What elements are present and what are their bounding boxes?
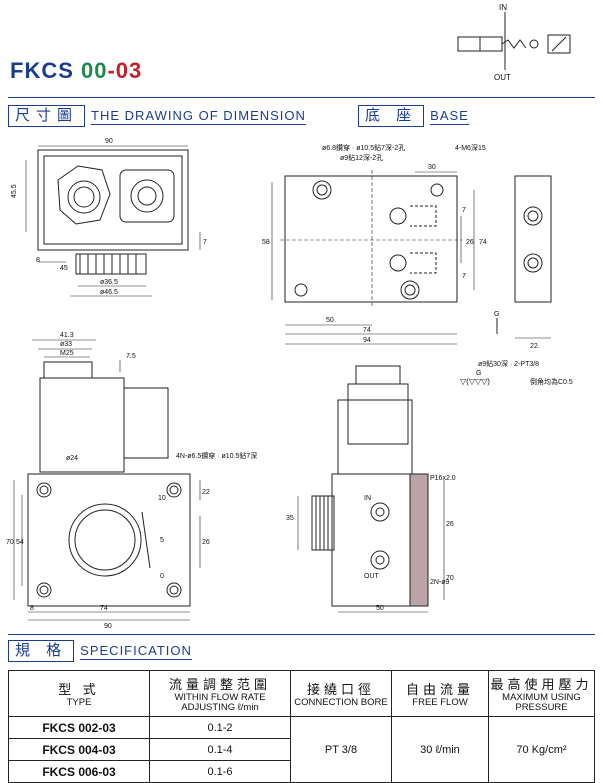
spec-model: FKCS 006-03 [8, 760, 150, 783]
spec-table: 型 式 TYPE 流量調整范圍 WITHIN FLOW RATE ADJUSTI… [8, 670, 595, 783]
base-dim-30: 30 [428, 164, 436, 171]
base-dim-74-vertical: 74 [479, 239, 487, 246]
section-spec-en: SPECIFICATION [80, 642, 192, 660]
section-rule-spec [8, 634, 595, 635]
spec-bore: PT 3/8 [290, 716, 392, 783]
finish-symbols: ▽(▽▽▽) [460, 377, 490, 386]
scale-0: 0 [160, 573, 164, 580]
spec-model: FKCS 004-03 [8, 738, 150, 761]
front-dim-26: 26 [202, 539, 210, 546]
front-note-holes: 4N-ø6.5鑽穿 · ø10.5鉆7深 [176, 451, 257, 460]
side-dim-50: 50 [376, 605, 384, 612]
base-note-1: ø6.8鑽穿 · ø10.5鉆7深-2孔 [322, 143, 405, 152]
spec-free-flow: 30 ℓ/min [391, 716, 489, 783]
side-dim-70: 70 [446, 575, 454, 582]
front-dim-22: 22 [202, 489, 210, 496]
side-note-2n9: 2N-ø9 [430, 579, 450, 586]
finish-note: 倒角均為C0.5 [530, 377, 573, 386]
spec-header-row: 型 式 TYPE 流量調整范圍 WITHIN FLOW RATE ADJUSTI… [8, 670, 595, 717]
scale-5: 5 [160, 537, 164, 544]
section-rule-top [8, 97, 595, 98]
side-dim-26: 26 [446, 521, 454, 528]
section-dimension-cn: 尺寸圖 [8, 105, 86, 127]
spec-header-range: 流量調整范圍 WITHIN FLOW RATE ADJUSTING ℓ/min [149, 670, 291, 717]
drawings: IN OUT 90 45.5 8 45 7 ø36.5 ø46.5 [6, 3, 573, 630]
section-base-en: BASE [430, 107, 469, 125]
table-row: FKCS 006-03 0.1-6 [8, 760, 595, 783]
side-in-label: IN [364, 495, 371, 502]
base-dim-58: 58 [262, 239, 270, 246]
front-dim-54: 54 [16, 539, 24, 546]
spec-range: 0.1-2 [149, 716, 291, 739]
base-dim-26: 26 [466, 239, 474, 246]
side-view-drawing [297, 365, 445, 613]
section-base-cn: 底 座 [358, 105, 425, 127]
base-dim-22: 22 [530, 343, 538, 350]
front-dim-41-3: 41.3 [60, 332, 74, 339]
product-title: FKCS 00-03 [10, 58, 143, 83]
front-dim-74: 74 [100, 605, 108, 612]
base-dim-94: 94 [363, 337, 371, 344]
front-view-drawing [13, 339, 201, 621]
front-dim-7-5: 7.5 [126, 353, 136, 360]
section-spec-cn: 規 格 [8, 640, 75, 662]
symbol-in-label: IN [499, 3, 507, 12]
spec-header-free-flow: 自由流量 FREE FLOW [391, 670, 489, 717]
section-dimension-en: THE DRAWING OF DIMENSION [91, 107, 306, 125]
base-dim-7b: 7 [462, 273, 466, 280]
side-out-label: OUT [364, 573, 380, 580]
front-dim-70: 70 [6, 539, 14, 546]
spec-pressure: 70 Kg/cm² [488, 716, 595, 783]
finish-g-mark: G [476, 370, 481, 377]
spec-header-pressure: 最高使用壓力 MAXIMUM USING PRESSURE [488, 670, 595, 717]
section-spec: 規 格 SPECIFICATION [8, 640, 192, 662]
symbol-out-label: OUT [494, 73, 511, 82]
base-dim-7a: 7 [462, 207, 466, 214]
dim-45: 45 [60, 265, 68, 272]
spec-range: 0.1-4 [149, 738, 291, 761]
table-row: FKCS 004-03 0.1-4 [8, 738, 595, 761]
dim-7-top: 7 [203, 239, 207, 246]
base-g-mark: G [494, 311, 499, 318]
side-dim-35: 35 [286, 515, 294, 522]
spec-model: FKCS 002-03 [8, 716, 150, 739]
scale-10: 10 [158, 495, 166, 502]
front-dim-90: 90 [104, 623, 112, 630]
base-dim-50: 50 [326, 317, 334, 324]
top-view-drawing [25, 145, 201, 297]
section-dimension: 尺寸圖 THE DRAWING OF DIMENSION [8, 105, 306, 127]
front-dim-8: 8 [30, 605, 34, 612]
side-p16: P16x2.0 [430, 475, 456, 482]
front-dim-24: ø24 [66, 455, 78, 462]
dim-45-5: 45.5 [11, 184, 18, 198]
dim-36-5: ø36.5 [100, 279, 118, 286]
base-dim-74: 74 [363, 327, 371, 334]
section-base: 底 座 BASE [358, 105, 469, 127]
base-note-4: ø9鉆30深 · 2-PT3/8 [478, 359, 539, 368]
base-view-drawing [271, 170, 552, 345]
front-dim-33: ø33 [60, 341, 72, 348]
dim-46-5: ø46.5 [100, 289, 118, 296]
dim-90-top: 90 [105, 138, 113, 145]
spec-range: 0.1-6 [149, 760, 291, 783]
base-note-2: ø9鉆12深-2孔 [340, 153, 383, 162]
base-note-3: 4-M6深15 [455, 143, 486, 152]
spec-header-bore: 接繞口徑 CONNECTION BORE [290, 670, 392, 717]
dim-8-top: 8 [36, 257, 40, 264]
hydraulic-symbol: IN OUT [457, 3, 571, 82]
table-row: FKCS 002-03 0.1-2 PT 3/8 30 ℓ/min 70 Kg/… [8, 716, 595, 783]
spec-header-type: 型 式 TYPE [8, 670, 150, 717]
front-dim-m25: M25 [60, 350, 74, 357]
